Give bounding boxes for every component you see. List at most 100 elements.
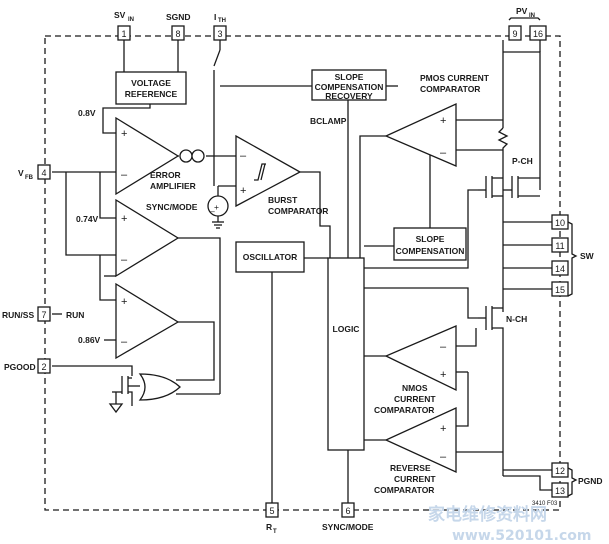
pmos-current-comparator: + – PMOS CURRENT COMPARATOR — [384, 73, 490, 167]
svg-text:+: + — [121, 128, 127, 140]
svg-text:13: 13 — [555, 486, 565, 496]
pin-rt: 5 R T — [265, 502, 279, 535]
svg-text:1: 1 — [121, 29, 126, 39]
svg-text:TH: TH — [218, 18, 226, 24]
bclamp-label: BCLAMP — [310, 116, 347, 126]
sw-label: SW — [580, 251, 595, 261]
svg-text:–: – — [440, 451, 447, 463]
pin-pgood: 2 PGOOD — [4, 358, 51, 374]
svg-text:COMPENSATION: COMPENSATION — [315, 82, 384, 92]
svg-text:COMPARATOR: COMPARATOR — [374, 405, 434, 415]
svg-text:SYNC/MODE: SYNC/MODE — [322, 522, 374, 532]
voltage-reference-block: VOLTAGE REFERENCE — [115, 71, 187, 105]
svg-text:+: + — [121, 213, 127, 225]
pin-vfb: 4 V FB — [18, 164, 51, 181]
reverse-current-comparator: + – REVERSE CURRENT COMPARATOR — [374, 406, 457, 495]
pin-sw14: 14 — [551, 260, 569, 276]
pin-sync: 6 SYNC/MODE — [322, 502, 374, 532]
svg-text:COMPARATOR: COMPARATOR — [420, 84, 480, 94]
svg-text:REVERSE: REVERSE — [390, 463, 431, 473]
svg-text:11: 11 — [555, 241, 564, 251]
svg-text:7: 7 — [41, 310, 46, 320]
svg-text:RECOVERY: RECOVERY — [325, 91, 373, 101]
svg-text:–: – — [121, 169, 128, 181]
svg-text:ERROR: ERROR — [150, 170, 181, 180]
v074-label: 0.74V — [76, 214, 99, 224]
pin-sw11: 11 — [551, 237, 569, 253]
svg-text:PV: PV — [516, 6, 528, 16]
svg-text:R: R — [266, 522, 272, 532]
error-amplifier: + – ERROR AMPLIFIER — [115, 116, 205, 196]
svg-text:SV: SV — [114, 10, 126, 20]
slope-compensation-block: SLOPE COMPENSATION — [393, 227, 467, 261]
svg-text:–: – — [440, 341, 447, 353]
pin-pvin: 9 16 PV IN — [508, 6, 547, 41]
svg-text:NMOS: NMOS — [402, 383, 428, 393]
voltage-reference-line1: VOLTAGE — [131, 78, 171, 88]
pin-pgnd13: 13 — [551, 482, 569, 498]
svg-text:www.520101.com: www.520101.com — [452, 528, 592, 544]
undervoltage-comparator: + – — [115, 198, 180, 278]
svg-text:+: + — [121, 296, 127, 308]
svg-text:PGOOD: PGOOD — [4, 362, 36, 372]
svg-text:2: 2 — [41, 362, 46, 372]
svg-text:T: T — [273, 529, 277, 535]
sync-mode-source: + – — [207, 195, 229, 217]
pin-sw15: 15 — [551, 281, 569, 297]
svg-text:COMPENSATION: COMPENSATION — [396, 246, 465, 256]
svg-text:14: 14 — [555, 264, 565, 274]
svg-text:SLOPE: SLOPE — [416, 234, 445, 244]
svg-text:PMOS CURRENT: PMOS CURRENT — [420, 73, 490, 83]
pin-svin: 1 SV IN — [114, 10, 134, 41]
slope-comp-recovery-block: SLOPE COMPENSATION RECOVERY — [311, 69, 387, 101]
run-label: RUN — [66, 310, 84, 320]
chip-boundary — [44, 35, 561, 511]
svg-text:16: 16 — [533, 29, 543, 39]
svg-text:–: – — [240, 150, 247, 162]
svg-text:–: – — [121, 336, 128, 348]
svg-text:+: + — [440, 423, 446, 435]
svg-text:–: – — [440, 147, 447, 159]
svg-text:I: I — [214, 12, 216, 22]
oscillator-block: OSCILLATOR — [235, 241, 305, 273]
svg-text:12: 12 — [555, 466, 565, 476]
pin-run-ss: 7 RUN/SS — [2, 306, 51, 322]
svg-text:COMPARATOR: COMPARATOR — [374, 485, 434, 495]
burst-comparator: – + BURST COMPARATOR — [235, 134, 328, 216]
wiring — [52, 40, 552, 503]
svg-text:OSCILLATOR: OSCILLATOR — [243, 252, 297, 262]
svg-text:V: V — [18, 168, 24, 178]
svg-text:CURRENT: CURRENT — [394, 474, 436, 484]
nch-label: N-CH — [506, 314, 527, 324]
v086-label: 0.86V — [78, 335, 101, 345]
pin-pgnd12: 12 — [551, 462, 569, 478]
logic-block: LOGIC — [327, 257, 365, 451]
svg-text:–: – — [210, 206, 215, 216]
svg-text:+: + — [240, 185, 246, 197]
part-number: 3410 F03 — [532, 501, 558, 507]
svg-text:15: 15 — [555, 285, 565, 295]
v08-label: 0.8V — [78, 108, 96, 118]
overvoltage-comparator: + – — [115, 282, 180, 360]
svg-text:IN: IN — [128, 17, 134, 23]
svg-text:8: 8 — [175, 29, 180, 39]
pin-sw10: 10 — [551, 214, 569, 230]
svg-text:4: 4 — [41, 168, 46, 178]
svg-text:3: 3 — [217, 29, 222, 39]
svg-text:6: 6 — [345, 506, 350, 516]
svg-text:5: 5 — [269, 506, 274, 516]
or-gate — [138, 373, 181, 401]
svg-text:IN: IN — [529, 13, 535, 19]
svg-text:RUN/SS: RUN/SS — [2, 310, 34, 320]
pch-label: P-CH — [512, 156, 533, 166]
pin-sgnd: 8 SGND — [166, 12, 191, 41]
svg-text:10: 10 — [555, 218, 565, 228]
svg-text:–: – — [121, 254, 128, 266]
svg-text:家电维修资料网: 家电维修资料网 — [428, 504, 547, 525]
svg-text:LOGIC: LOGIC — [333, 324, 360, 334]
svg-text:SLOPE: SLOPE — [335, 72, 364, 82]
nmos-current-comparator: – + NMOS CURRENT COMPARATOR — [374, 325, 457, 415]
svg-text:+: + — [440, 115, 446, 127]
pgnd-label: PGND — [578, 476, 603, 486]
